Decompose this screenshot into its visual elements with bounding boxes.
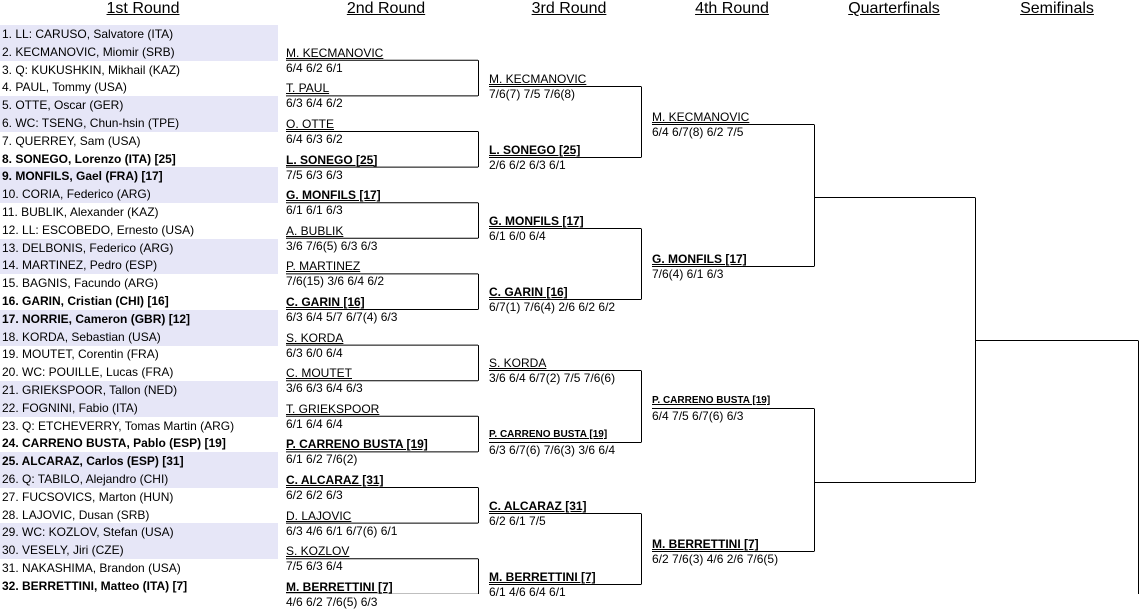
match-score: 6/2 6/1 7/5 (489, 514, 546, 528)
winner-name: G. MONFILS [17] (489, 214, 584, 228)
winner-name: M. BERRETTINI [7] (652, 537, 759, 551)
first-round-player: 17. NORRIE, Cameron (GBR) [12] (0, 309, 278, 328)
match-score: 7/6(7) 7/5 7/6(8) (489, 87, 576, 101)
match-score: 7/6(15) 3/6 6/4 6/2 (286, 274, 385, 289)
first-round-player: 2. KECMANOVIC, Miomir (SRB) (0, 42, 278, 61)
match-score: 7/5 6/3 6/4 (286, 559, 343, 574)
first-round-player: 8. SONEGO, Lorenzo (ITA) [25] (2, 151, 176, 166)
match-score: 6/1 6/2 7/6(2) (286, 452, 358, 467)
match-score: 3/6 7/6(5) 6/3 6/3 (286, 238, 378, 253)
first-round-player: 22. FOGNINI, Fabio (ITA) (0, 398, 278, 417)
match-score: 3/6 6/4 6/7(2) 7/5 7/6(6) (489, 371, 616, 385)
match-score: 7/6(4) 6/1 6/3 (652, 267, 724, 281)
winner-name: S. KOZLOV (286, 544, 350, 559)
match-score: 6/3 4/6 6/1 6/7(6) 6/1 (286, 523, 398, 538)
winner-name: L. SONEGO [25] (286, 152, 378, 167)
winner-name: C. ALCARAZ [31] (489, 499, 587, 513)
first-round-player: 14. MARTINEZ, Pedro (ESP) (0, 256, 278, 275)
first-round-player: 9. MONFILS, Gael (FRA) [17] (0, 167, 278, 186)
first-round-player: 13. DELBONIS, Federico (ARG) (0, 238, 278, 257)
winner-name: M. BERRETTINI [7] (286, 579, 393, 594)
winner-name: M. BERRETTINI [7] (489, 570, 596, 584)
header-semifinals: Semifinals (1020, 0, 1094, 17)
winner-name: L. SONEGO [25] (489, 143, 581, 157)
winner-name: S. KORDA (489, 356, 547, 370)
first-round-player: 12. LL: ESCOBEDO, Ernesto (USA) (2, 222, 195, 237)
winner-name: C. GARIN [16] (489, 285, 568, 299)
match-score: 6/1 6/1 6/3 (286, 203, 343, 218)
winner-name: A. BUBLIK (286, 223, 344, 238)
first-round-player: 21. GRIEKSPOOR, Tallon (NED) (0, 381, 278, 399)
first-round-player: 19. MOUTET, Corentin (FRA) (2, 347, 159, 362)
match-score: 6/1 6/4 6/4 (286, 416, 343, 431)
match-score: 2/6 6/2 6/3 6/1 (489, 158, 566, 172)
winner-name: G. MONFILS [17] (286, 188, 381, 203)
match-score: 6/3 6/0 6/4 (286, 345, 343, 360)
match-score: 7/5 6/3 6/3 (286, 167, 343, 182)
first-round-player: 5. OTTE, Oscar (GER) (0, 96, 278, 115)
winner-name: C. GARIN [16] (286, 295, 365, 309)
match-score: 4/6 6/2 7/6(5) 6/3 (286, 594, 378, 609)
winner-name: S. KORDA (286, 330, 344, 345)
match-score: 6/4 6/7(8) 6/2 7/5 (652, 125, 744, 139)
first-round-player: 25. ALCARAZ, Carlos (ESP) [31] (0, 452, 278, 471)
first-round-player: 29. WC: KOZLOV, Stefan (USA) (0, 523, 278, 542)
winner-name: M. KECMANOVIC (489, 72, 587, 86)
winner-name: C. MOUTET (286, 366, 352, 381)
first-round-player: 28. LAJOVIC, Dusan (SRB) (2, 507, 150, 522)
bracket-lines (286, 59, 1139, 594)
header-3rd-round: 3rd Round (531, 0, 607, 17)
first-round-player: 3. Q: KUKUSHKIN, Mikhail (KAZ) (2, 62, 181, 77)
match-score: 6/3 6/4 6/2 (286, 96, 343, 111)
match-score: 6/4 6/2 6/1 (286, 60, 343, 75)
match-score: 6/7(1) 7/6(4) 2/6 6/2 6/2 (489, 300, 616, 314)
header-1st-round: 1st Round (106, 0, 180, 17)
winner-name: P. MARTINEZ (286, 259, 361, 274)
winner-name: P. CARRENO BUSTA [19] (652, 395, 771, 406)
first-round-player: 1. LL: CARUSO, Salvatore (ITA) (0, 25, 278, 43)
match-score: 6/3 6/4 5/7 6/7(4) 6/3 (286, 310, 398, 324)
match-score: 6/4 6/3 6/2 (286, 132, 343, 146)
first-round-player: 11. BUBLIK, Alexander (KAZ) (2, 205, 159, 219)
winner-name: M. KECMANOVIC (286, 45, 384, 60)
winner-name: G. MONFILS [17] (652, 252, 747, 266)
first-round-player: 4. PAUL, Tommy (USA) (2, 80, 127, 95)
first-round-player: 31. NAKASHIMA, Brandon (USA) (2, 561, 181, 575)
match-score: 6/2 7/6(3) 4/6 2/6 7/6(5) (652, 552, 779, 566)
winner-name: O. OTTE (286, 117, 334, 131)
first-round-player: 16. GARIN, Cristian (CHI) [16] (2, 294, 169, 308)
match-score: 6/1 6/0 6/4 (489, 229, 546, 243)
match-score: 3/6 6/3 6/4 6/3 (286, 381, 363, 396)
header-quarterfinals: Quarterfinals (848, 0, 940, 17)
winner-name: M. KECMANOVIC (652, 110, 750, 124)
first-round-player: 20. WC: POUILLE, Lucas (FRA) (2, 365, 174, 380)
first-round-player: 24. CARRENO BUSTA, Pablo (ESP) [19] (2, 436, 226, 451)
first-round-player: 27. FUCSOVICS, Marton (HUN) (2, 489, 174, 504)
first-round-player: 10. CORIA, Federico (ARG) (0, 185, 278, 204)
first-round-player: 32. BERRETTINI, Matteo (ITA) [7] (2, 578, 188, 593)
first-round-player: 15. BAGNIS, Facundo (ARG) (2, 276, 159, 291)
first-round-player: 23. Q: ETCHEVERRY, Tomas Martin (ARG) (2, 418, 235, 433)
header-2nd-round: 2nd Round (346, 0, 426, 17)
first-round-player: 30. VESELY, Jiri (CZE) (0, 541, 278, 560)
first-round-player: 26. Q: TABILO, Alejandro (CHI) (0, 470, 278, 488)
winner-name: P. CARRENO BUSTA [19] (489, 429, 608, 440)
winner-name: T. GRIEKSPOOR (286, 401, 380, 416)
winner-name: T. PAUL (286, 81, 330, 96)
first-round-player: 6. WC: TSENG, Chun-hsin (TPE) (0, 114, 278, 132)
match-score: 6/2 6/2 6/3 (286, 488, 343, 502)
match-score: 6/3 6/7(6) 7/6(3) 3/6 6/4 (489, 443, 616, 457)
first-round-player: 7. QUERREY, Sam (USA) (2, 133, 141, 148)
match-score: 6/4 7/5 6/7(6) 6/3 (652, 409, 744, 423)
winner-name: C. ALCARAZ [31] (286, 473, 384, 487)
winner-name: P. CARRENO BUSTA [19] (286, 437, 428, 452)
header-4th-round: 4th Round (695, 0, 769, 17)
first-round-player: 18. KORDA, Sebastian (USA) (0, 327, 278, 346)
winner-name: D. LAJOVIC (286, 508, 352, 523)
